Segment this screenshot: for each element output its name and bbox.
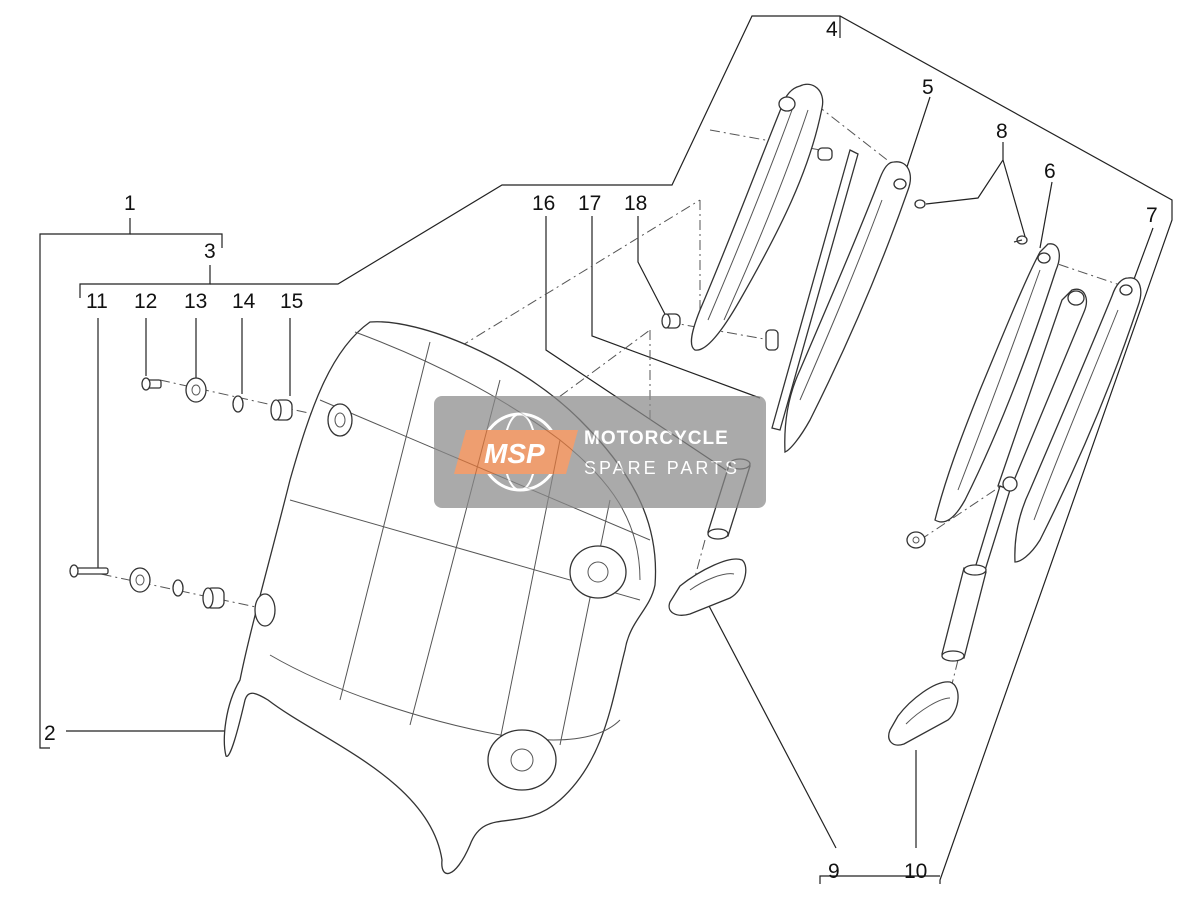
callout-14: 14 — [232, 290, 256, 313]
washer-14b — [172, 579, 184, 597]
callout-18: 18 — [624, 192, 647, 215]
watermark-line1: MOTORCYCLE — [584, 428, 729, 449]
hardware-upper-row — [141, 377, 293, 421]
watermark-box — [434, 396, 766, 508]
grommet-13 — [185, 377, 207, 403]
callout-8: 8 — [996, 120, 1008, 143]
bracket-6 — [934, 243, 1060, 523]
callout-1: 1 — [124, 192, 136, 215]
grommets-18 — [661, 313, 681, 329]
callout-6: 6 — [1044, 160, 1056, 183]
cover-7 — [1014, 277, 1142, 563]
nut — [906, 531, 926, 549]
screws-8 — [914, 199, 1028, 245]
base-9 — [668, 558, 747, 616]
callout-15: 15 — [280, 290, 303, 313]
callout-4: 4 — [826, 18, 838, 41]
rod-arm — [971, 288, 1087, 581]
msp-logo: MSP — [454, 430, 578, 474]
watermark-logo-text: MSP — [484, 438, 545, 469]
callout-3: 3 — [204, 240, 216, 263]
screw-12 — [141, 377, 162, 391]
watermark-line2: SPARE PARTS — [584, 458, 740, 478]
bracket-4 — [690, 83, 859, 431]
spacer-15 — [270, 399, 293, 421]
hardware-lower-row — [69, 564, 225, 609]
callout-12: 12 — [134, 290, 157, 313]
callout-7: 7 — [1146, 204, 1158, 227]
callout-10: 10 — [904, 860, 927, 883]
screw-11 — [69, 564, 109, 578]
base-10 — [888, 681, 959, 746]
spacer-15b — [202, 587, 225, 609]
callout-labels: 1 2 3 4 5 6 7 8 9 10 11 12 13 14 15 16 1… — [44, 18, 1158, 883]
callout-17: 17 — [578, 192, 601, 215]
callout-11: 11 — [86, 290, 108, 313]
washer-14 — [232, 395, 244, 413]
callout-13: 13 — [184, 290, 207, 313]
callout-9: 9 — [828, 860, 840, 883]
callout-16: 16 — [532, 192, 555, 215]
sleeve-right — [941, 564, 987, 662]
cover-5 — [784, 161, 911, 453]
callout-2: 2 — [44, 722, 56, 745]
callout-5: 5 — [922, 76, 934, 99]
grommet-13b — [129, 567, 151, 593]
watermark: MSP MOTORCYCLE SPARE PARTS — [434, 396, 766, 508]
